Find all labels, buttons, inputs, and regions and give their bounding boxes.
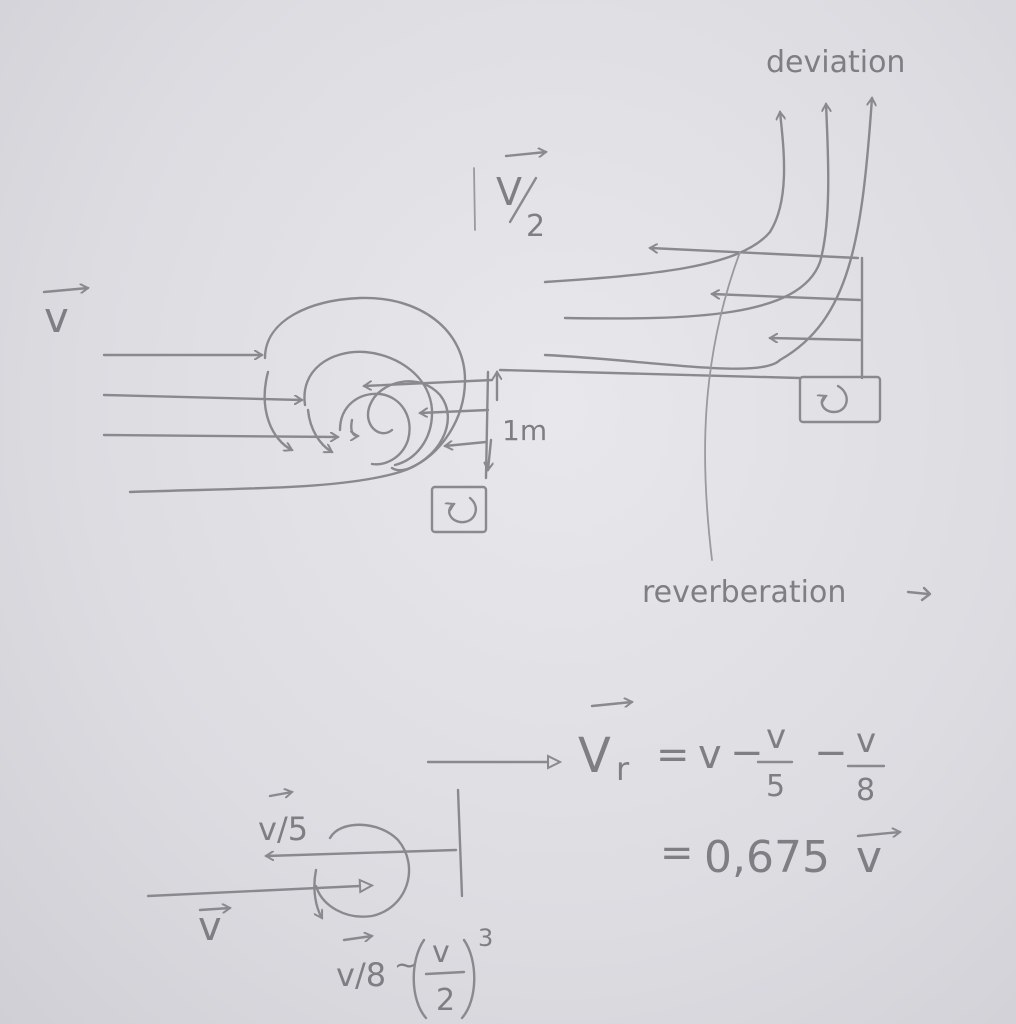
- reflect-arrow-1: [650, 248, 860, 260]
- bottom-vortex: [314, 823, 411, 918]
- wall-left: [484, 370, 490, 480]
- reverberation-vector-mark: [906, 586, 932, 602]
- svg-text:3: 3: [478, 924, 493, 952]
- v-eighth-arrow: [313, 868, 324, 918]
- vortex-outer-curl: [263, 296, 467, 472]
- rotation-box-left: [430, 485, 488, 534]
- svg-text:2: 2: [436, 983, 455, 1018]
- svg-text:v: v: [432, 935, 450, 970]
- deviation-label: deviation: [766, 45, 905, 80]
- return-arrow-3: [445, 442, 488, 446]
- equation-minus1: −: [730, 730, 764, 776]
- svg-text:~: ~: [394, 948, 417, 981]
- v-fifth-label: v/5: [258, 792, 308, 848]
- result-v: v: [856, 832, 882, 883]
- reverberation-label: reverberation: [642, 575, 846, 610]
- streamline-2: [102, 393, 302, 400]
- vortex-core-arrow: [351, 418, 358, 436]
- vortex-inner-curl-2: [303, 350, 434, 467]
- flow-line-low: [498, 368, 802, 380]
- equation-eq: =: [656, 732, 690, 778]
- deviation-arrow-2: [563, 104, 828, 320]
- result-vector-arrow: [856, 832, 900, 836]
- svg-text:2: 2: [526, 209, 545, 244]
- vortex-inner-curl-1: [263, 370, 292, 450]
- return-arrow-1: [364, 378, 494, 386]
- result-eq: =: [660, 830, 694, 876]
- svg-text:V: V: [496, 170, 522, 214]
- equation-block: V r = v − v 5 − v 8 = 0,675 v: [578, 702, 900, 883]
- separator-line: [473, 167, 476, 231]
- bottom-decomposition-diagram: v/5 v v/8 ~ v 2 3: [146, 762, 548, 1020]
- vortex-core: [338, 392, 411, 466]
- frac1-num: v: [766, 717, 786, 757]
- frac2-den: 8: [856, 773, 875, 808]
- v-bottom-label: v: [198, 904, 230, 950]
- one-meter-label: 1m: [502, 414, 547, 447]
- deviation-arrow-1: [543, 112, 784, 284]
- svg-text:v/8: v/8: [336, 956, 386, 994]
- v-fifth-arrow: [266, 848, 458, 856]
- left-vortex-diagram: 1m v: [42, 288, 547, 534]
- reflect-arrow-2: [712, 294, 862, 302]
- frac1-den: 5: [766, 769, 785, 804]
- equation-minus2: −: [814, 730, 848, 776]
- equation-lhs: V: [578, 728, 611, 784]
- streamline-4: [128, 380, 450, 494]
- incoming-v-arrow: [146, 886, 360, 898]
- v-half-label: V 2: [496, 152, 546, 244]
- v-left-label: v: [44, 293, 69, 342]
- vector-arrow-v-left: [42, 288, 88, 292]
- frac2-num: v: [856, 721, 876, 761]
- streamline-3: [102, 435, 338, 437]
- return-arrow-2: [420, 410, 490, 413]
- reflect-arrow-3: [770, 338, 862, 340]
- vr-vector-arrow: [590, 702, 632, 706]
- v-left-label-group: v: [42, 288, 88, 342]
- equation-v1: v: [698, 732, 722, 778]
- dimension-arrow-down: [488, 438, 491, 470]
- result-value: 0,675: [704, 832, 830, 883]
- svg-text:v: v: [198, 904, 222, 950]
- rotation-box-right: [798, 375, 882, 424]
- right-deviation-diagram: deviation reverberation: [498, 45, 932, 610]
- v-eighth-label: v/8 ~ v 2 3: [336, 924, 493, 1020]
- equation-lhs-sub: r: [616, 750, 630, 788]
- deviation-arrow-3: [543, 98, 872, 370]
- vortex-inner-curl-3: [306, 408, 332, 452]
- svg-text:v/5: v/5: [258, 810, 308, 848]
- reverberation-pointer: [704, 251, 741, 561]
- bottom-wall: [456, 788, 464, 898]
